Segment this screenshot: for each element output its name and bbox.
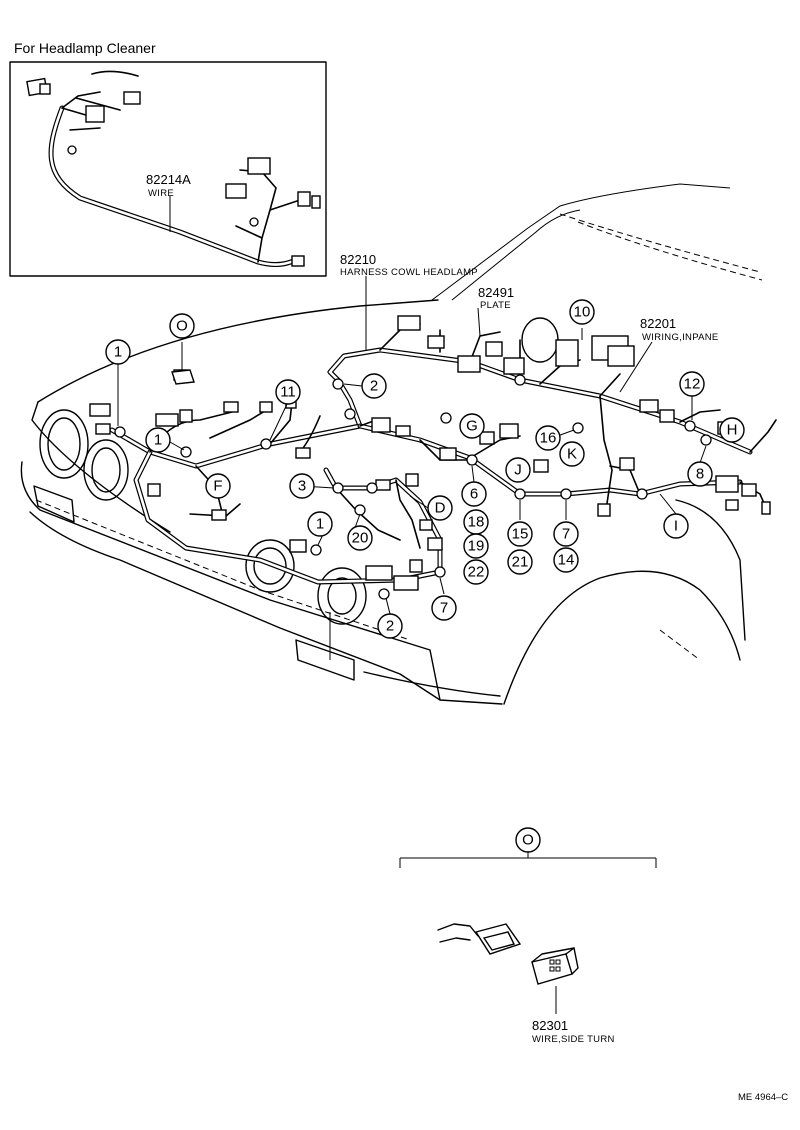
svg-text:G: G xyxy=(466,418,478,435)
part-82301-name: WIRE,SIDE TURN xyxy=(532,1034,615,1045)
svg-text:K: K xyxy=(567,446,577,463)
svg-text:11: 11 xyxy=(280,384,296,401)
callout-2-top: 2 xyxy=(361,373,387,399)
svg-text:19: 19 xyxy=(468,538,485,555)
inset-title: For Headlamp Cleaner xyxy=(14,40,156,56)
callout-12: 12 xyxy=(679,371,705,397)
svg-text:2: 2 xyxy=(386,618,394,635)
inset-part-name: WIRE xyxy=(148,188,174,199)
callout-16: 16 xyxy=(535,425,561,451)
svg-text:O: O xyxy=(522,832,534,849)
callout-10: 10 xyxy=(569,299,595,325)
svg-text:D: D xyxy=(435,500,446,517)
callout-19: 19 xyxy=(463,533,489,559)
callout-2-lower: 2 xyxy=(377,613,403,639)
callout-8: 8 xyxy=(687,461,713,487)
callout-11: 11 xyxy=(275,379,301,405)
callout-15: 15 xyxy=(507,521,533,547)
group-bracket xyxy=(399,852,657,868)
svg-text:7: 7 xyxy=(440,600,448,617)
svg-text:6: 6 xyxy=(470,486,478,503)
socket-o-small-part xyxy=(171,369,195,385)
svg-text:21: 21 xyxy=(512,554,529,571)
diagram-code: ME 4964–C xyxy=(738,1092,788,1103)
callout-f: F xyxy=(205,473,231,499)
car-body-outline xyxy=(20,183,763,705)
svg-text:22: 22 xyxy=(468,564,485,581)
svg-text:J: J xyxy=(514,462,522,479)
svg-text:H: H xyxy=(727,422,738,439)
svg-text:10: 10 xyxy=(574,304,591,321)
group-o-callout: O xyxy=(515,827,541,853)
svg-text:14: 14 xyxy=(558,552,575,569)
callout-3: 3 xyxy=(289,473,315,499)
harness-nodes xyxy=(114,374,712,600)
headlamp-cleaner-wire-drawing xyxy=(26,70,321,267)
svg-text:15: 15 xyxy=(512,526,529,543)
callout-k: K xyxy=(559,441,585,467)
harness-connectors xyxy=(89,315,771,591)
callout-7-lower: 7 xyxy=(431,595,457,621)
svg-text:1: 1 xyxy=(114,344,122,361)
inset-part-number: 82214A xyxy=(146,172,191,187)
callout-6: 6 xyxy=(461,481,487,507)
callout-22: 22 xyxy=(463,559,489,585)
callout-7-right: 7 xyxy=(553,521,579,547)
callout-1-left: 1 xyxy=(105,339,131,365)
part-82491-name: PLATE xyxy=(480,300,511,311)
svg-text:O: O xyxy=(176,318,188,335)
callout-g: G xyxy=(459,413,485,439)
callout-20: 20 xyxy=(347,525,373,551)
part-82491-number: 82491 xyxy=(478,285,514,300)
svg-text:3: 3 xyxy=(298,478,306,495)
svg-text:1: 1 xyxy=(154,432,162,449)
svg-text:16: 16 xyxy=(540,430,557,447)
callout-1-lower: 1 xyxy=(307,511,333,537)
callout-i: I xyxy=(663,513,689,539)
callout-1-center: 1 xyxy=(145,427,171,453)
svg-text:1: 1 xyxy=(316,516,324,533)
svg-text:20: 20 xyxy=(352,530,369,547)
svg-text:7: 7 xyxy=(562,526,570,543)
callout-21: 21 xyxy=(507,549,533,575)
callout-18: 18 xyxy=(463,509,489,535)
callout-o-main: O xyxy=(169,313,195,339)
svg-text:12: 12 xyxy=(684,376,701,393)
callout-h: H xyxy=(719,417,745,443)
svg-text:I: I xyxy=(674,518,678,535)
callout-14: 14 xyxy=(553,547,579,573)
callout-j: J xyxy=(505,457,531,483)
svg-text:18: 18 xyxy=(468,514,485,531)
part-82301-number: 82301 xyxy=(532,1018,568,1033)
side-turn-wire-drawing xyxy=(437,923,579,1014)
svg-text:F: F xyxy=(213,478,222,495)
part-82201-number: 82201 xyxy=(640,316,676,331)
part-82210-number: 82210 xyxy=(340,252,376,267)
svg-text:2: 2 xyxy=(370,378,378,395)
inset-frame xyxy=(9,61,327,277)
part-82201-name: WIRING,INPANE xyxy=(642,332,719,343)
svg-text:8: 8 xyxy=(696,466,704,483)
callout-d: D xyxy=(427,495,453,521)
part-82210-name: HARNESS COWL HEADLAMP xyxy=(340,267,478,278)
